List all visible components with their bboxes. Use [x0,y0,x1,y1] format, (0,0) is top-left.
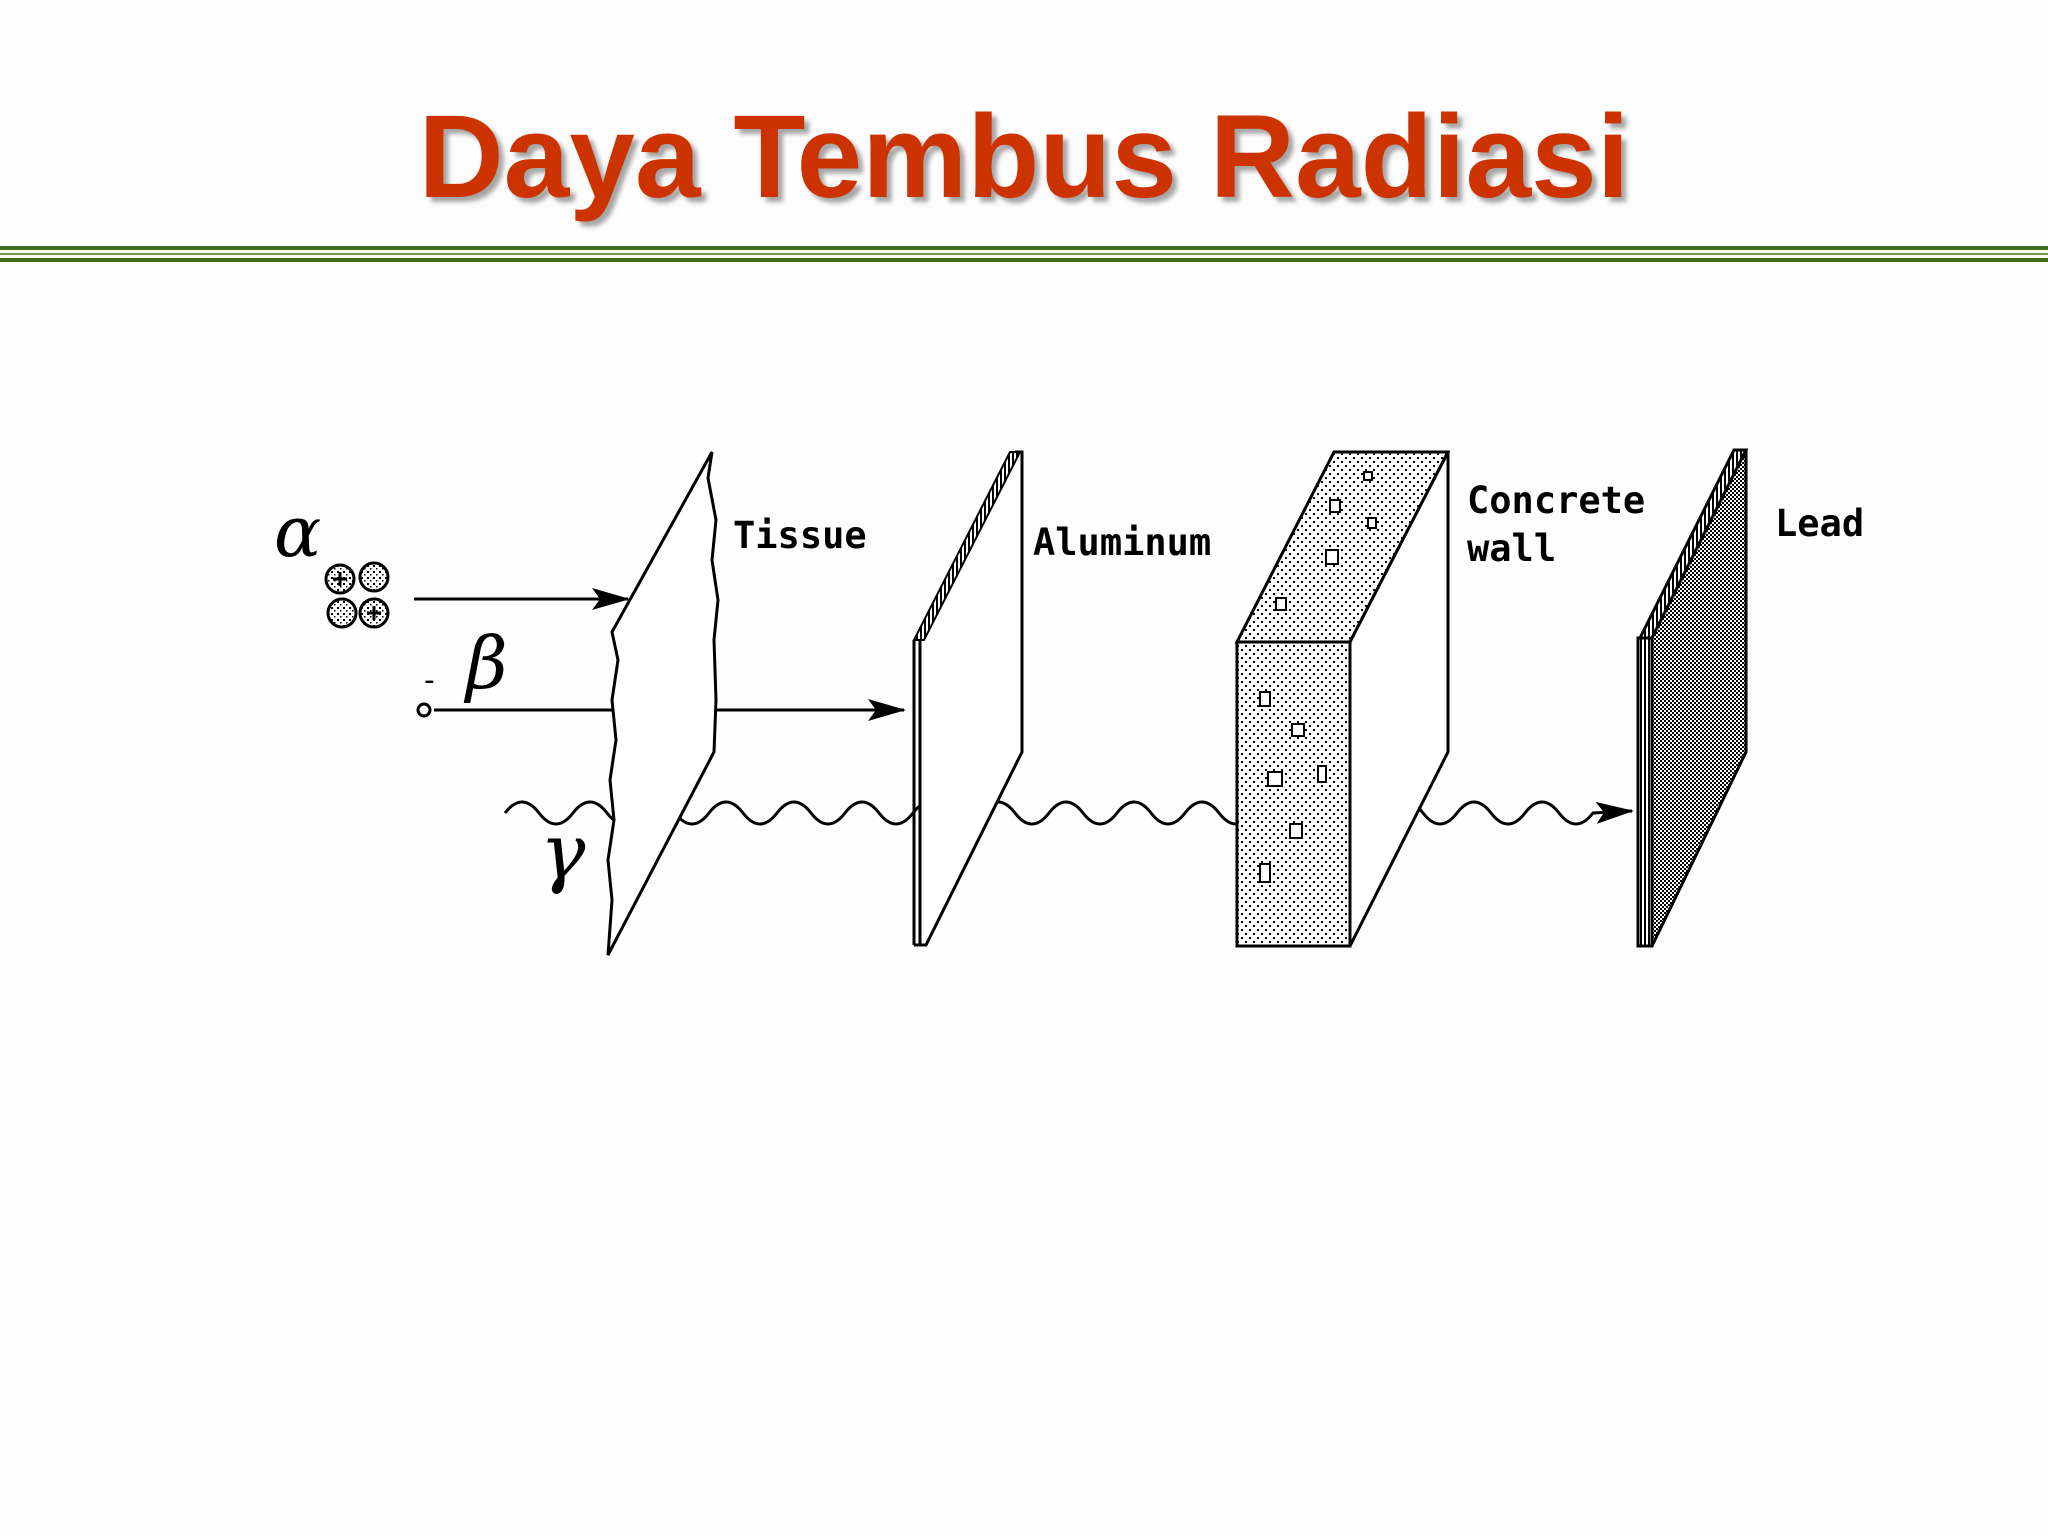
beta-charge-sign: - [424,663,435,698]
aluminum-label: Aluminum [1033,521,1211,564]
beta-symbol: β [463,621,508,705]
concrete-wall-block [1234,450,1451,948]
aluminum-sheet [912,450,1024,947]
concrete-label-line1: Concrete [1467,479,1645,522]
title-rule-bottom [0,258,2048,262]
title-rule-middle [0,253,2048,255]
tissue-label: Tissue [733,514,867,557]
tissue-sheet [606,451,720,956]
electron-icon [416,702,432,718]
title-rule-top [0,246,2048,250]
slide-title: Daya Tembus Radiasi [418,91,1630,223]
lead-sheet [1636,448,1749,948]
alpha-particle-icon [324,561,390,629]
alpha-symbol: α [274,491,321,573]
lead-label: Lead [1775,502,1864,545]
concrete-label-line2: wall [1467,527,1556,570]
